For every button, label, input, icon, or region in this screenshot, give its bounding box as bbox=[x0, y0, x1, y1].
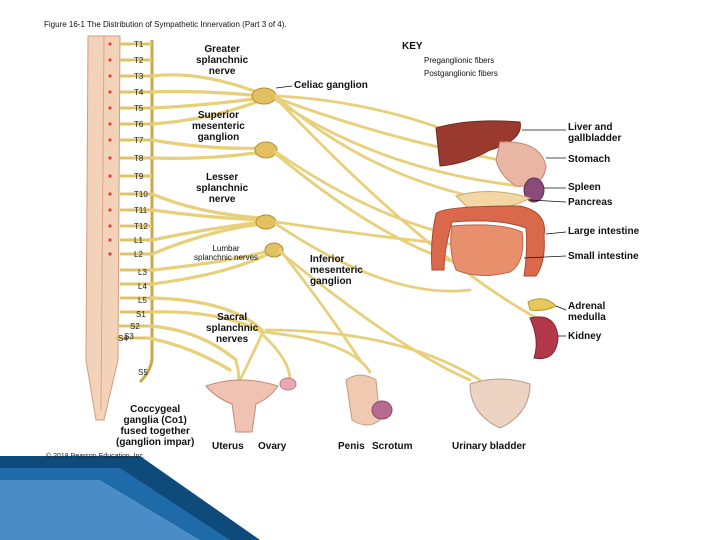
label-superior-mesenteric: Superior mesenteric ganglion bbox=[192, 110, 245, 143]
segment-label-s2: S2 bbox=[130, 322, 140, 331]
label-greater-splanchnic: Greater splanchnic nerve bbox=[196, 44, 249, 77]
label-stomach: Stomach bbox=[568, 154, 611, 165]
bladder-shape bbox=[469, 378, 531, 429]
liver-shape bbox=[435, 120, 521, 167]
segment-label-t10: T10 bbox=[134, 190, 148, 199]
label-uterus: Uterus bbox=[212, 441, 244, 452]
large-intestine-shape bbox=[431, 205, 545, 277]
label-liver: Liver and gallbladder bbox=[568, 122, 622, 144]
key-box bbox=[398, 38, 526, 82]
ovary-shape bbox=[279, 377, 297, 391]
segment-label-t11: T11 bbox=[134, 206, 148, 215]
label-urinary-bladder: Urinary bladder bbox=[452, 441, 526, 452]
segment-label-l5: L5 bbox=[138, 296, 147, 305]
segment-label-t6: T6 bbox=[134, 120, 144, 129]
scrotum-shape bbox=[371, 400, 393, 420]
segment-label-t4: T4 bbox=[134, 88, 144, 97]
spinal-cord-midline bbox=[100, 35, 105, 411]
segment-label-l3: L3 bbox=[138, 268, 147, 277]
segment-label-t9: T9 bbox=[134, 172, 144, 181]
segment-label-s5: S5 bbox=[138, 368, 148, 377]
inferior-mesenteric-ganglion-shape bbox=[264, 242, 284, 258]
key-postganglionic-label: Postganglionic fibers bbox=[424, 69, 498, 78]
label-penis: Penis bbox=[338, 441, 365, 452]
segment-label-l4: L4 bbox=[138, 282, 147, 291]
spinal-cord bbox=[85, 35, 121, 421]
segment-label-t12: T12 bbox=[134, 222, 148, 231]
copyright: © 2018 Pearson Education, Inc. bbox=[46, 453, 145, 460]
postganglionic-nerves bbox=[234, 94, 542, 386]
label-lumbar-splanchnic: Lumbar splanchnic nerves bbox=[194, 244, 259, 262]
small-intestine-shape bbox=[450, 224, 524, 276]
label-kidney: Kidney bbox=[568, 331, 602, 342]
segment-label-s1: S1 bbox=[136, 310, 146, 319]
segment-label-t7: T7 bbox=[134, 136, 144, 145]
segment-label-s4: S4 bbox=[118, 334, 128, 343]
uterus-shape bbox=[205, 379, 279, 433]
superior-mesenteric-ganglion-shape bbox=[254, 141, 278, 159]
key-preganglionic-label: Preganglionic fibers bbox=[424, 56, 495, 65]
kidney-shape bbox=[529, 316, 559, 360]
segment-label-t3: T3 bbox=[134, 72, 144, 81]
segment-label-s3: S3 bbox=[124, 332, 134, 341]
preganglionic-dots bbox=[108, 42, 112, 256]
segment-label-l2: L2 bbox=[134, 250, 143, 259]
segment-label-l1: L1 bbox=[134, 236, 143, 245]
adrenal-shape bbox=[527, 298, 557, 311]
slide-corner-decoration bbox=[0, 456, 260, 540]
lesser-ganglion-shape bbox=[255, 214, 277, 230]
segment-label-t2: T2 bbox=[134, 56, 144, 65]
organ-pointer-lines bbox=[275, 85, 567, 337]
segment-label-t5: T5 bbox=[134, 104, 144, 113]
figure-caption: Figure 16-1 The Distribution of Sympathe… bbox=[44, 20, 287, 29]
spleen-shape bbox=[523, 177, 545, 203]
chain-rami bbox=[116, 42, 152, 340]
label-celiac-ganglion: Celiac ganglion bbox=[294, 80, 368, 91]
label-large-intestine: Large intestine bbox=[568, 226, 640, 237]
label-inferior-mesenteric: Inferior mesenteric ganglion bbox=[310, 254, 363, 287]
segment-label-t8: T8 bbox=[134, 154, 144, 163]
penis-shape bbox=[345, 374, 381, 426]
label-pancreas: Pancreas bbox=[568, 197, 613, 208]
sympathetic-chain bbox=[138, 40, 154, 384]
celiac-ganglion-shape bbox=[251, 87, 277, 105]
label-lesser-splanchnic: Lesser splanchnic nerve bbox=[196, 172, 249, 205]
segment-label-t1: T1 bbox=[134, 40, 144, 49]
label-ovary: Ovary bbox=[258, 441, 287, 452]
splanchnic-nerves bbox=[146, 73, 274, 372]
label-sacral-splanchnic: Sacral splanchnic nerves bbox=[206, 312, 259, 345]
label-spleen: Spleen bbox=[568, 182, 601, 193]
label-small-intestine: Small intestine bbox=[568, 251, 639, 262]
label-coccygeal: Coccygeal ganglia (Co1) fused together (… bbox=[116, 404, 195, 448]
label-adrenal: Adrenal medulla bbox=[568, 301, 606, 323]
key-title: KEY bbox=[402, 41, 423, 52]
ganglia bbox=[251, 87, 284, 258]
label-scrotum: Scrotum bbox=[372, 441, 413, 452]
